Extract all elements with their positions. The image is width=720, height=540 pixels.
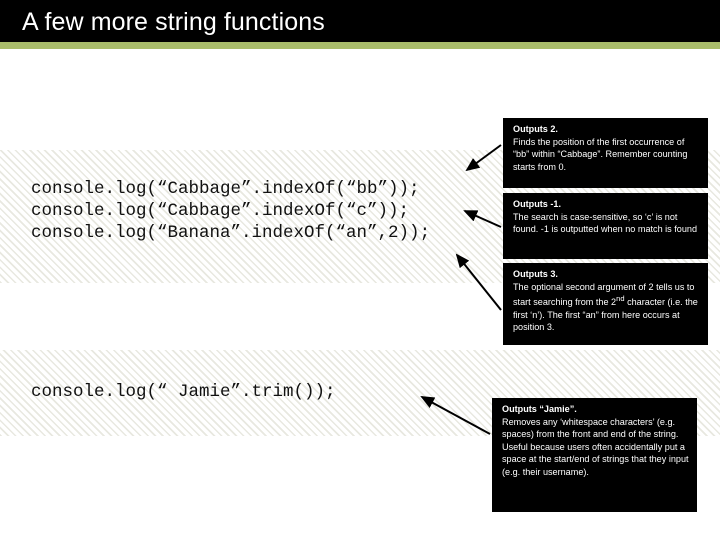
callout-body: Finds the position of the first occurren…: [513, 136, 688, 172]
callout-indexof-bb: Outputs 2. Finds the position of the fir…: [503, 118, 708, 188]
callout-title: Outputs -1.: [513, 199, 561, 209]
callout-body: The optional second argument of 2 tells …: [513, 281, 700, 334]
header-bar: [0, 0, 720, 42]
page-title: A few more string functions: [22, 8, 325, 36]
callout-title: Outputs “Jamie”.: [502, 404, 577, 414]
code-block-trim: console.log(“ Jamie”.trim());: [31, 382, 336, 402]
callout-title: Outputs 2.: [513, 124, 558, 134]
header-accent-bar: [0, 42, 720, 49]
code-block-indexof: console.log(“Cabbage”.indexOf(“bb”)); co…: [31, 179, 431, 243]
callout-indexof-an: Outputs 3. The optional second argument …: [503, 263, 708, 345]
callout-indexof-c: Outputs -1. The search is case-sensitive…: [503, 193, 708, 259]
callout-body-superscript: nd: [616, 294, 625, 304]
callout-body: Removes any ‘whitespace characters’ (e.g…: [502, 416, 689, 477]
callout-body: The search is case-sensitive, so ‘c’ is …: [513, 211, 698, 235]
callout-trim: Outputs “Jamie”. Removes any ‘whitespace…: [492, 398, 697, 512]
callout-body-part-2: character (i.e. the first ‘n’). The firs…: [513, 297, 698, 333]
callout-body-part-1: The optional second argument of 2 tells …: [513, 281, 695, 308]
callout-title: Outputs 3.: [513, 269, 558, 279]
